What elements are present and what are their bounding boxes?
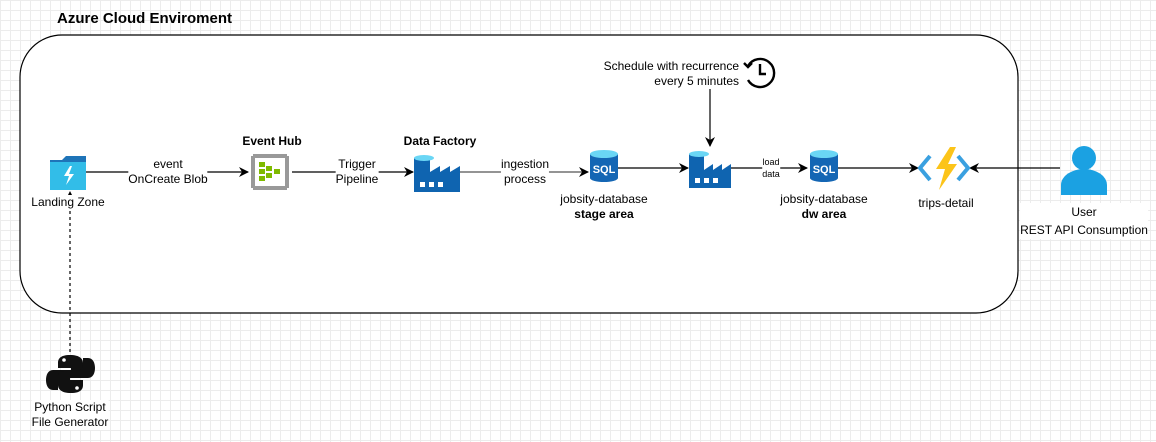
event-hub-title: Event Hub [242,134,302,149]
python-label: Python Script File Generator [31,400,109,430]
sql-database-icon-dw[interactable] [810,150,838,182]
data-factory-icon[interactable] [414,155,460,192]
sql-database-icon-stage[interactable] [590,150,618,182]
user-icon[interactable] [1061,146,1107,195]
stage-db-name: jobsity-database [560,192,648,206]
edge-label-trigger-line2: Pipeline [335,172,379,186]
python-logo-icon [46,355,95,393]
edge-label-event-line1: event [153,157,183,171]
user-role: REST API Consumption [1020,223,1148,237]
user-label: User REST API Consumption [1020,203,1148,239]
python-line1: Python Script [34,400,106,414]
data-factory-title: Data Factory [403,134,477,149]
dw-sql-badge: SQL [812,164,836,176]
edge-label-load-line2: data [762,169,780,179]
user-name: User [1071,205,1097,219]
landing-zone-label: Landing Zone [31,195,105,210]
event-hub-icon[interactable] [251,154,290,190]
edge-label-trigger-line1: Trigger [338,157,376,171]
edge-label-ingestion-line2: process [503,172,547,186]
edge-label-event: event OnCreate Blob [128,157,208,187]
edge-label-event-line2: OnCreate Blob [128,172,208,186]
stage-db-area: stage area [574,207,634,221]
dw-db-area: dw area [801,207,847,221]
dw-db-label: jobsity-database dw area [780,192,868,222]
stage-sql-badge: SQL [592,164,616,176]
function-label: trips-detail [918,196,974,211]
azure-function-icon[interactable] [917,147,971,190]
data-factory-icon-2[interactable] [689,151,731,188]
clock-history-icon [743,57,776,89]
edge-label-load: load data [762,156,780,180]
schedule-label: Schedule with recurrence every 5 minutes [603,59,739,89]
edge-label-load-line1: load [762,157,780,167]
python-line2: File Generator [31,415,109,429]
dw-db-name: jobsity-database [780,192,868,206]
container-title: Azure Cloud Enviroment [57,10,233,27]
schedule-line1: Schedule with recurrence [603,59,739,73]
edge-label-ingestion: ingestion process [500,157,550,187]
edge-label-ingestion-line1: ingestion [500,157,550,171]
stage-db-label: jobsity-database stage area [560,192,648,222]
edge-label-trigger: Trigger Pipeline [335,157,379,187]
schedule-line2: every 5 minutes [654,74,739,88]
folder-bolt-icon[interactable] [50,156,86,190]
